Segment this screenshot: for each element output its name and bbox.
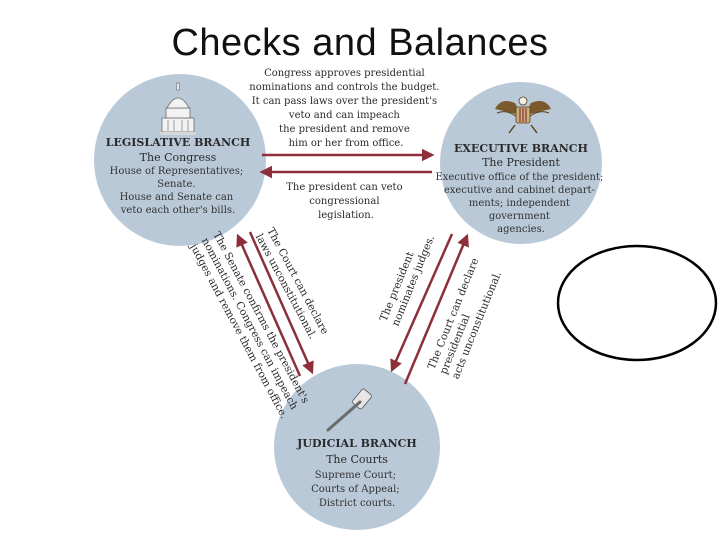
judicial-heading: JUDICIAL BRANCH: [296, 437, 417, 450]
check-congress-line: veto and can impeach: [288, 110, 401, 121]
check-congress-line: It can pass laws over the president's: [252, 96, 437, 107]
svg-text:The Senate confirms the presid: The Senate confirms the president's nomi…: [186, 228, 313, 421]
capitol-icon: [160, 82, 196, 135]
svg-text:The Court can declare pr: The Court can declare presidential acts …: [426, 253, 507, 381]
check-congress-line: the president and remove: [279, 124, 410, 135]
svg-text:The president nominates: The president nominates judges.: [378, 229, 438, 328]
gavel-icon: [326, 388, 372, 432]
judicial-circle: [274, 364, 440, 530]
executive-heading: EXECUTIVE BRANCH: [454, 142, 588, 155]
svg-text:Supreme Court; Courts of: Supreme Court; Courts of Appeal; Distric…: [311, 470, 403, 509]
judicial-line: District courts.: [319, 498, 395, 509]
eagle-icon: [495, 96, 551, 134]
legislative-circle: [94, 74, 266, 246]
executive-line: government: [489, 211, 550, 222]
check-congress-line: Congress approves presidential: [264, 68, 425, 79]
check-congress-line: nominations and controls the budget.: [249, 82, 439, 93]
legislative-line: veto each other's bills.: [120, 205, 235, 216]
executive-line: agencies.: [497, 224, 545, 235]
judicial-name: The Courts: [326, 453, 388, 466]
executive-line: Executive office of the president;: [435, 172, 603, 183]
legislative-heading: LEGISLATIVE BRANCH: [106, 136, 251, 149]
judicial-line: Supreme Court;: [315, 470, 396, 481]
legislative-name: The Congress: [140, 151, 217, 164]
legislative-line: Senate.: [157, 179, 195, 190]
legislative-line: House of Representatives;: [110, 166, 244, 177]
executive-line: ments; independent: [469, 198, 570, 209]
executive-circle: [440, 82, 602, 244]
check-veto-line: legislation.: [318, 210, 374, 221]
executive-name: The President: [482, 156, 560, 169]
svg-text:Congress approves presidential: Congress approves presidential nominatio…: [249, 68, 442, 149]
svg-text:Executive office of the presid: Executive office of the president; execu…: [435, 172, 606, 235]
arrow-senate-to-courts: [248, 231, 314, 375]
svg-text:The president can veto c: The president can veto congressional leg…: [286, 182, 406, 221]
blank-oval: [556, 244, 718, 362]
judicial-line: Courts of Appeal;: [311, 484, 400, 495]
check-congress-line: him or her from office.: [289, 138, 404, 149]
check-veto-line: The president can veto: [286, 182, 402, 193]
arrow-president-to-courts: [390, 233, 454, 373]
arrow-court-to-president: [403, 233, 469, 385]
svg-text:House of Representatives;: House of Representatives; Senate. House …: [110, 166, 247, 216]
slide-title: Checks and Balances: [171, 22, 549, 64]
executive-line: executive and cabinet depart-: [444, 185, 595, 196]
arrow-court-to-congress: [236, 233, 302, 377]
legislative-line: House and Senate can: [120, 192, 234, 203]
check-veto-line: congressional: [309, 196, 379, 207]
